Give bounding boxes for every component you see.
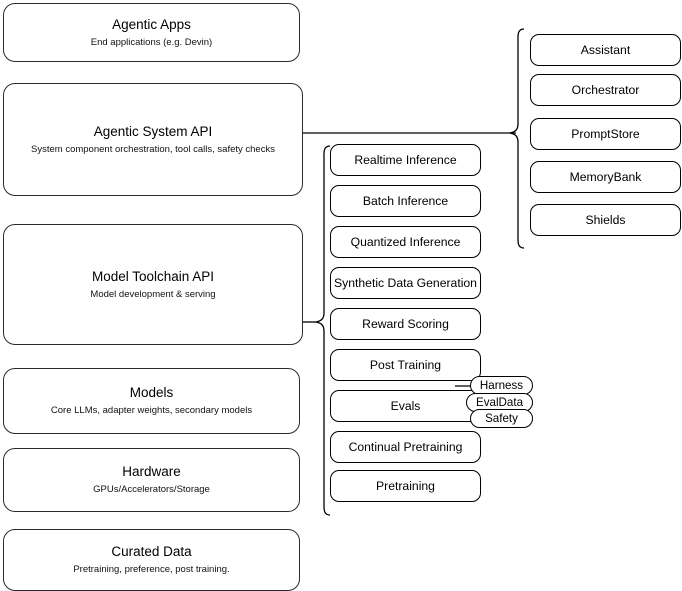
system-box-shields[interactable]: Shields xyxy=(530,204,681,236)
toolchain-label-batch-inference: Batch Inference xyxy=(362,193,449,208)
layer-box-models[interactable]: Models Core LLMs, adapter weights, secon… xyxy=(3,368,300,434)
layer-subtitle-models: Core LLMs, adapter weights, secondary mo… xyxy=(50,405,253,416)
system-box-promptstore[interactable]: PromptStore xyxy=(530,118,681,150)
layer-title-curated-data: Curated Data xyxy=(111,544,192,559)
layer-title-agentic-system-api: Agentic System API xyxy=(93,123,213,139)
layer-box-curated-data[interactable]: Curated Data Pretraining, preference, po… xyxy=(3,529,300,591)
toolchain-label-pretraining: Pretraining xyxy=(376,478,435,493)
brace-system-components xyxy=(509,28,525,249)
toolchain-label-reward-scoring: Reward Scoring xyxy=(362,316,449,331)
toolchain-box-realtime-inference[interactable]: Realtime Inference xyxy=(330,144,481,176)
system-label-orchestrator: Orchestrator xyxy=(571,82,640,97)
system-box-assistant[interactable]: Assistant xyxy=(530,34,681,66)
evals-tag-harness[interactable]: Harness xyxy=(470,376,533,395)
layer-subtitle-agentic-apps: End applications (e.g. Devin) xyxy=(90,36,213,48)
toolchain-label-quantized-inference: Quantized Inference xyxy=(350,234,461,249)
toolchain-box-batch-inference[interactable]: Batch Inference xyxy=(330,185,481,217)
system-label-memorybank: MemoryBank xyxy=(569,169,642,184)
layer-box-agentic-apps[interactable]: Agentic Apps End applications (e.g. Devi… xyxy=(3,3,300,62)
layer-subtitle-agentic-system-api: System component orchestration, tool cal… xyxy=(31,143,275,155)
toolchain-label-realtime-inference: Realtime Inference xyxy=(354,152,457,167)
evals-tag-label-harness: Harness xyxy=(479,378,524,392)
system-label-promptstore: PromptStore xyxy=(571,126,640,141)
toolchain-box-evals[interactable]: Evals xyxy=(330,390,481,422)
toolchain-label-post-training: Post Training xyxy=(369,357,442,372)
toolchain-box-pretraining[interactable]: Pretraining xyxy=(330,470,481,502)
layer-box-model-toolchain-api[interactable]: Model Toolchain API Model development & … xyxy=(3,224,303,345)
layer-title-hardware: Hardware xyxy=(122,464,181,479)
brace-toolchain-components xyxy=(315,145,331,516)
toolchain-box-synthetic-data-generation[interactable]: Synthetic Data Generation xyxy=(330,267,481,299)
layer-title-models: Models xyxy=(129,385,174,400)
system-box-memorybank[interactable]: MemoryBank xyxy=(530,161,681,193)
evals-tag-label-safety: Safety xyxy=(485,411,518,425)
layer-subtitle-hardware: GPUs/Accelerators/Storage xyxy=(93,484,210,495)
system-box-orchestrator[interactable]: Orchestrator xyxy=(530,74,681,106)
toolchain-label-evals: Evals xyxy=(390,398,421,413)
system-label-assistant: Assistant xyxy=(580,42,631,57)
layer-title-agentic-apps: Agentic Apps xyxy=(112,16,191,32)
layer-subtitle-model-toolchain-api: Model development & serving xyxy=(90,288,216,300)
layer-box-agentic-system-api[interactable]: Agentic System API System component orch… xyxy=(3,83,303,196)
toolchain-box-continual-pretraining[interactable]: Continual Pretraining xyxy=(330,431,481,463)
layer-title-model-toolchain-api: Model Toolchain API xyxy=(91,268,215,284)
toolchain-box-reward-scoring[interactable]: Reward Scoring xyxy=(330,308,481,340)
toolchain-box-post-training[interactable]: Post Training xyxy=(330,349,481,381)
system-label-shields: Shields xyxy=(585,212,626,227)
evals-tag-safety[interactable]: Safety xyxy=(470,409,533,428)
toolchain-label-synthetic-data-generation: Synthetic Data Generation xyxy=(334,275,477,290)
evals-tag-evaldata[interactable]: EvalData xyxy=(466,393,533,412)
layer-subtitle-curated-data: Pretraining, preference, post training. xyxy=(73,564,230,575)
toolchain-label-continual-pretraining: Continual Pretraining xyxy=(348,439,463,454)
toolchain-box-quantized-inference[interactable]: Quantized Inference xyxy=(330,226,481,258)
evals-tag-label-evaldata: EvalData xyxy=(475,395,524,409)
layer-box-hardware[interactable]: Hardware GPUs/Accelerators/Storage xyxy=(3,448,300,512)
